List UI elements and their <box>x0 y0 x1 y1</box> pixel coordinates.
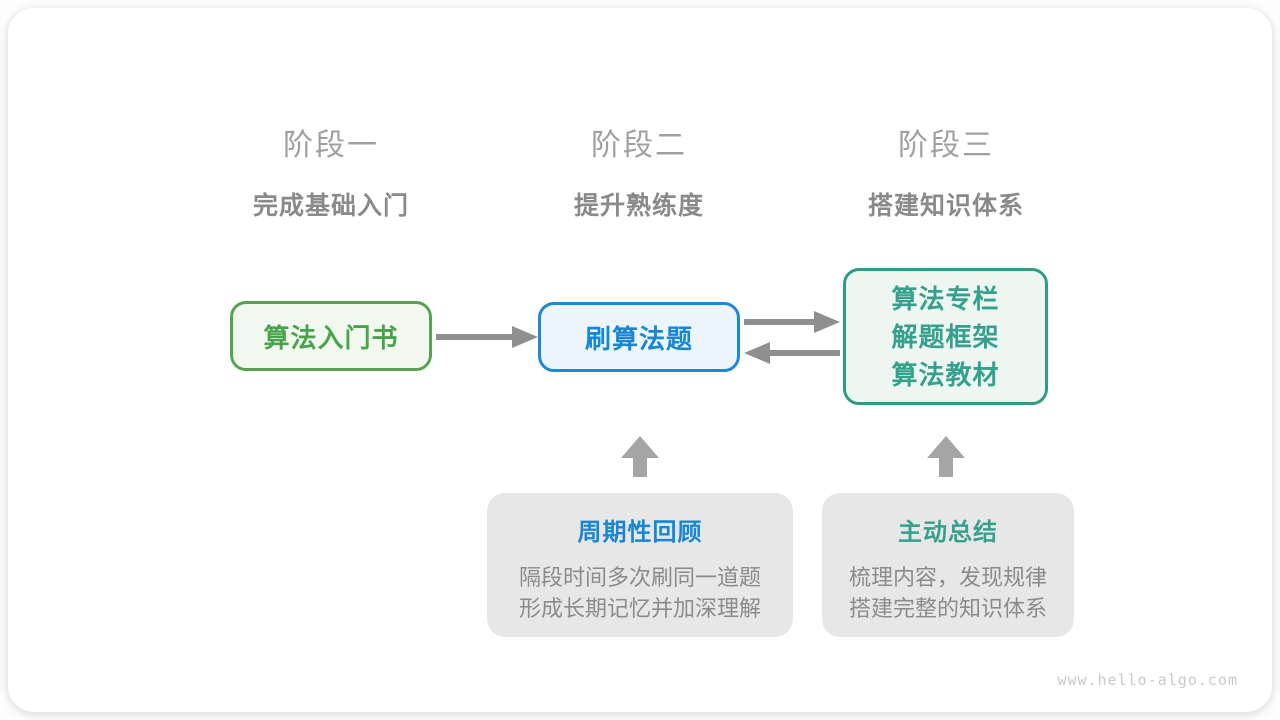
flow-node-practice-problems: 刷算法题 <box>538 302 740 372</box>
callout-periodic-review-title: 周期性回顾 <box>577 519 703 546</box>
callout-active-summary-body-line-1: 梳理内容，发现规律 <box>848 565 1047 590</box>
flow-node-resources: 算法专栏 解题框架 算法教材 <box>843 268 1048 405</box>
callout-active-summary: 主动总结 梳理内容，发现规律 搭建完整的知识体系 <box>822 493 1074 637</box>
stage-3-subtitle: 搭建知识体系 <box>867 192 1024 220</box>
stage-3-title: 阶段三 <box>898 129 994 162</box>
stage-1-header: 阶段一 完成基础入门 <box>211 120 451 222</box>
callout-active-summary-body-line-2: 搭建完整的知识体系 <box>848 596 1047 621</box>
flow-node-resources-line-2: 解题框架 <box>891 321 1000 352</box>
stage-1-subtitle: 完成基础入门 <box>252 192 409 220</box>
stage-2-title: 阶段二 <box>591 129 687 162</box>
callout-periodic-review-body-line-2: 形成长期记忆并加深理解 <box>518 596 761 621</box>
callout-active-summary-title: 主动总结 <box>898 519 998 546</box>
stage-1-title: 阶段一 <box>283 129 379 162</box>
flow-node-resources-line-3: 算法教材 <box>891 359 1000 390</box>
callout-periodic-review-body-line-1: 隔段时间多次刷同一道题 <box>518 565 761 590</box>
flow-node-resources-line-1: 算法专栏 <box>891 283 1000 314</box>
watermark-url: www.hello-algo.com <box>1057 671 1238 689</box>
stage-2-header: 阶段二 提升熟练度 <box>519 120 759 222</box>
stage-3-header: 阶段三 搭建知识体系 <box>826 120 1066 222</box>
stage-2-subtitle: 提升熟练度 <box>573 192 704 220</box>
flow-node-intro-book-label: 算法入门书 <box>263 322 399 353</box>
flow-node-intro-book: 算法入门书 <box>230 301 432 371</box>
callout-active-summary-body: 梳理内容，发现规律 搭建完整的知识体系 <box>822 562 1074 624</box>
callout-periodic-review-body: 隔段时间多次刷同一道题 形成长期记忆并加深理解 <box>487 562 793 624</box>
flow-node-practice-problems-label: 刷算法题 <box>584 323 693 354</box>
callout-periodic-review: 周期性回顾 隔段时间多次刷同一道题 形成长期记忆并加深理解 <box>487 493 793 637</box>
